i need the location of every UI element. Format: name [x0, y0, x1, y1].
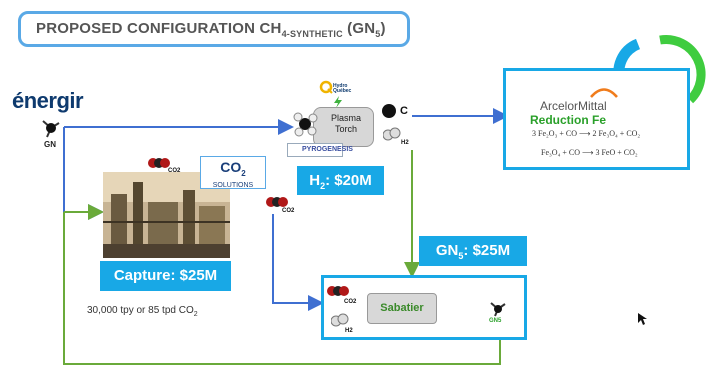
co2-output-molecule-icon — [266, 197, 288, 207]
carbon-atom-icon — [382, 104, 396, 118]
h2-label: H2 — [401, 140, 409, 146]
sabatier-co2-label: CO2 — [344, 299, 357, 305]
methane-molecule-icon — [42, 120, 60, 138]
capture-cost-badge: Capture: $25M — [100, 261, 231, 291]
gn5-cost-badge: GN5: $25M — [419, 236, 527, 266]
gn-to-plant-arrow — [63, 127, 104, 220]
co2-solutions-logo: CO2 SOLUTIONS — [200, 156, 266, 189]
arcelormittal-box — [503, 68, 690, 170]
co2-to-sabatier-arrow — [272, 214, 324, 311]
pyrogenesis-logo: PYROGENESIS — [287, 143, 353, 157]
hydrogen-molecule-icon — [383, 127, 401, 141]
title-box — [18, 11, 410, 47]
carbon-label: C — [400, 105, 408, 117]
sabatier-h2-molecule-icon — [331, 313, 349, 327]
methane-input-molecule-icon — [293, 112, 318, 137]
co2-molecule-icon — [148, 158, 170, 168]
plasma-torch — [313, 107, 374, 147]
reaction-equation-2: Fe₃O₄ + CO ⟶ 3 FeO + CO₂ — [541, 148, 638, 157]
reaction-equation-1: 3 Fe₂O₃ + CO ⟶ 2 Fe₃O₄ + CO₂ — [532, 129, 641, 138]
arcelormittal-logo-icon — [590, 88, 618, 98]
lightning-icon — [334, 96, 342, 108]
mouse-cursor-icon — [638, 313, 647, 325]
sabatier-h2-label: H2 — [345, 328, 353, 334]
sabatier-reactor: Sabatier — [367, 293, 437, 324]
energir-logo: énergir — [12, 88, 84, 113]
co2-small-label: CO2 — [168, 168, 181, 174]
recycle-arc-icon — [659, 35, 706, 104]
arcelormittal-name: ArcelorMittal — [540, 99, 607, 113]
gn5-label: GN5 — [489, 318, 502, 324]
gn5-return-arrow — [63, 212, 501, 365]
hydro-quebec-logo-icon — [319, 80, 333, 94]
reduction-title: Reduction Fe — [530, 113, 607, 127]
page-title: PROPOSED CONFIGURATION CH4-SYNTHETIC (GN… — [36, 20, 386, 39]
h2-cost-badge: H2: $20M — [297, 166, 384, 195]
sabatier-co2-molecule-icon — [327, 286, 349, 296]
gn-label: GN — [44, 140, 56, 149]
capacity-note: 30,000 tpy or 85 tpd CO2 — [87, 305, 198, 318]
co2-output-label: CO2 — [282, 208, 295, 214]
gn5-methane-molecule-icon — [490, 302, 506, 317]
